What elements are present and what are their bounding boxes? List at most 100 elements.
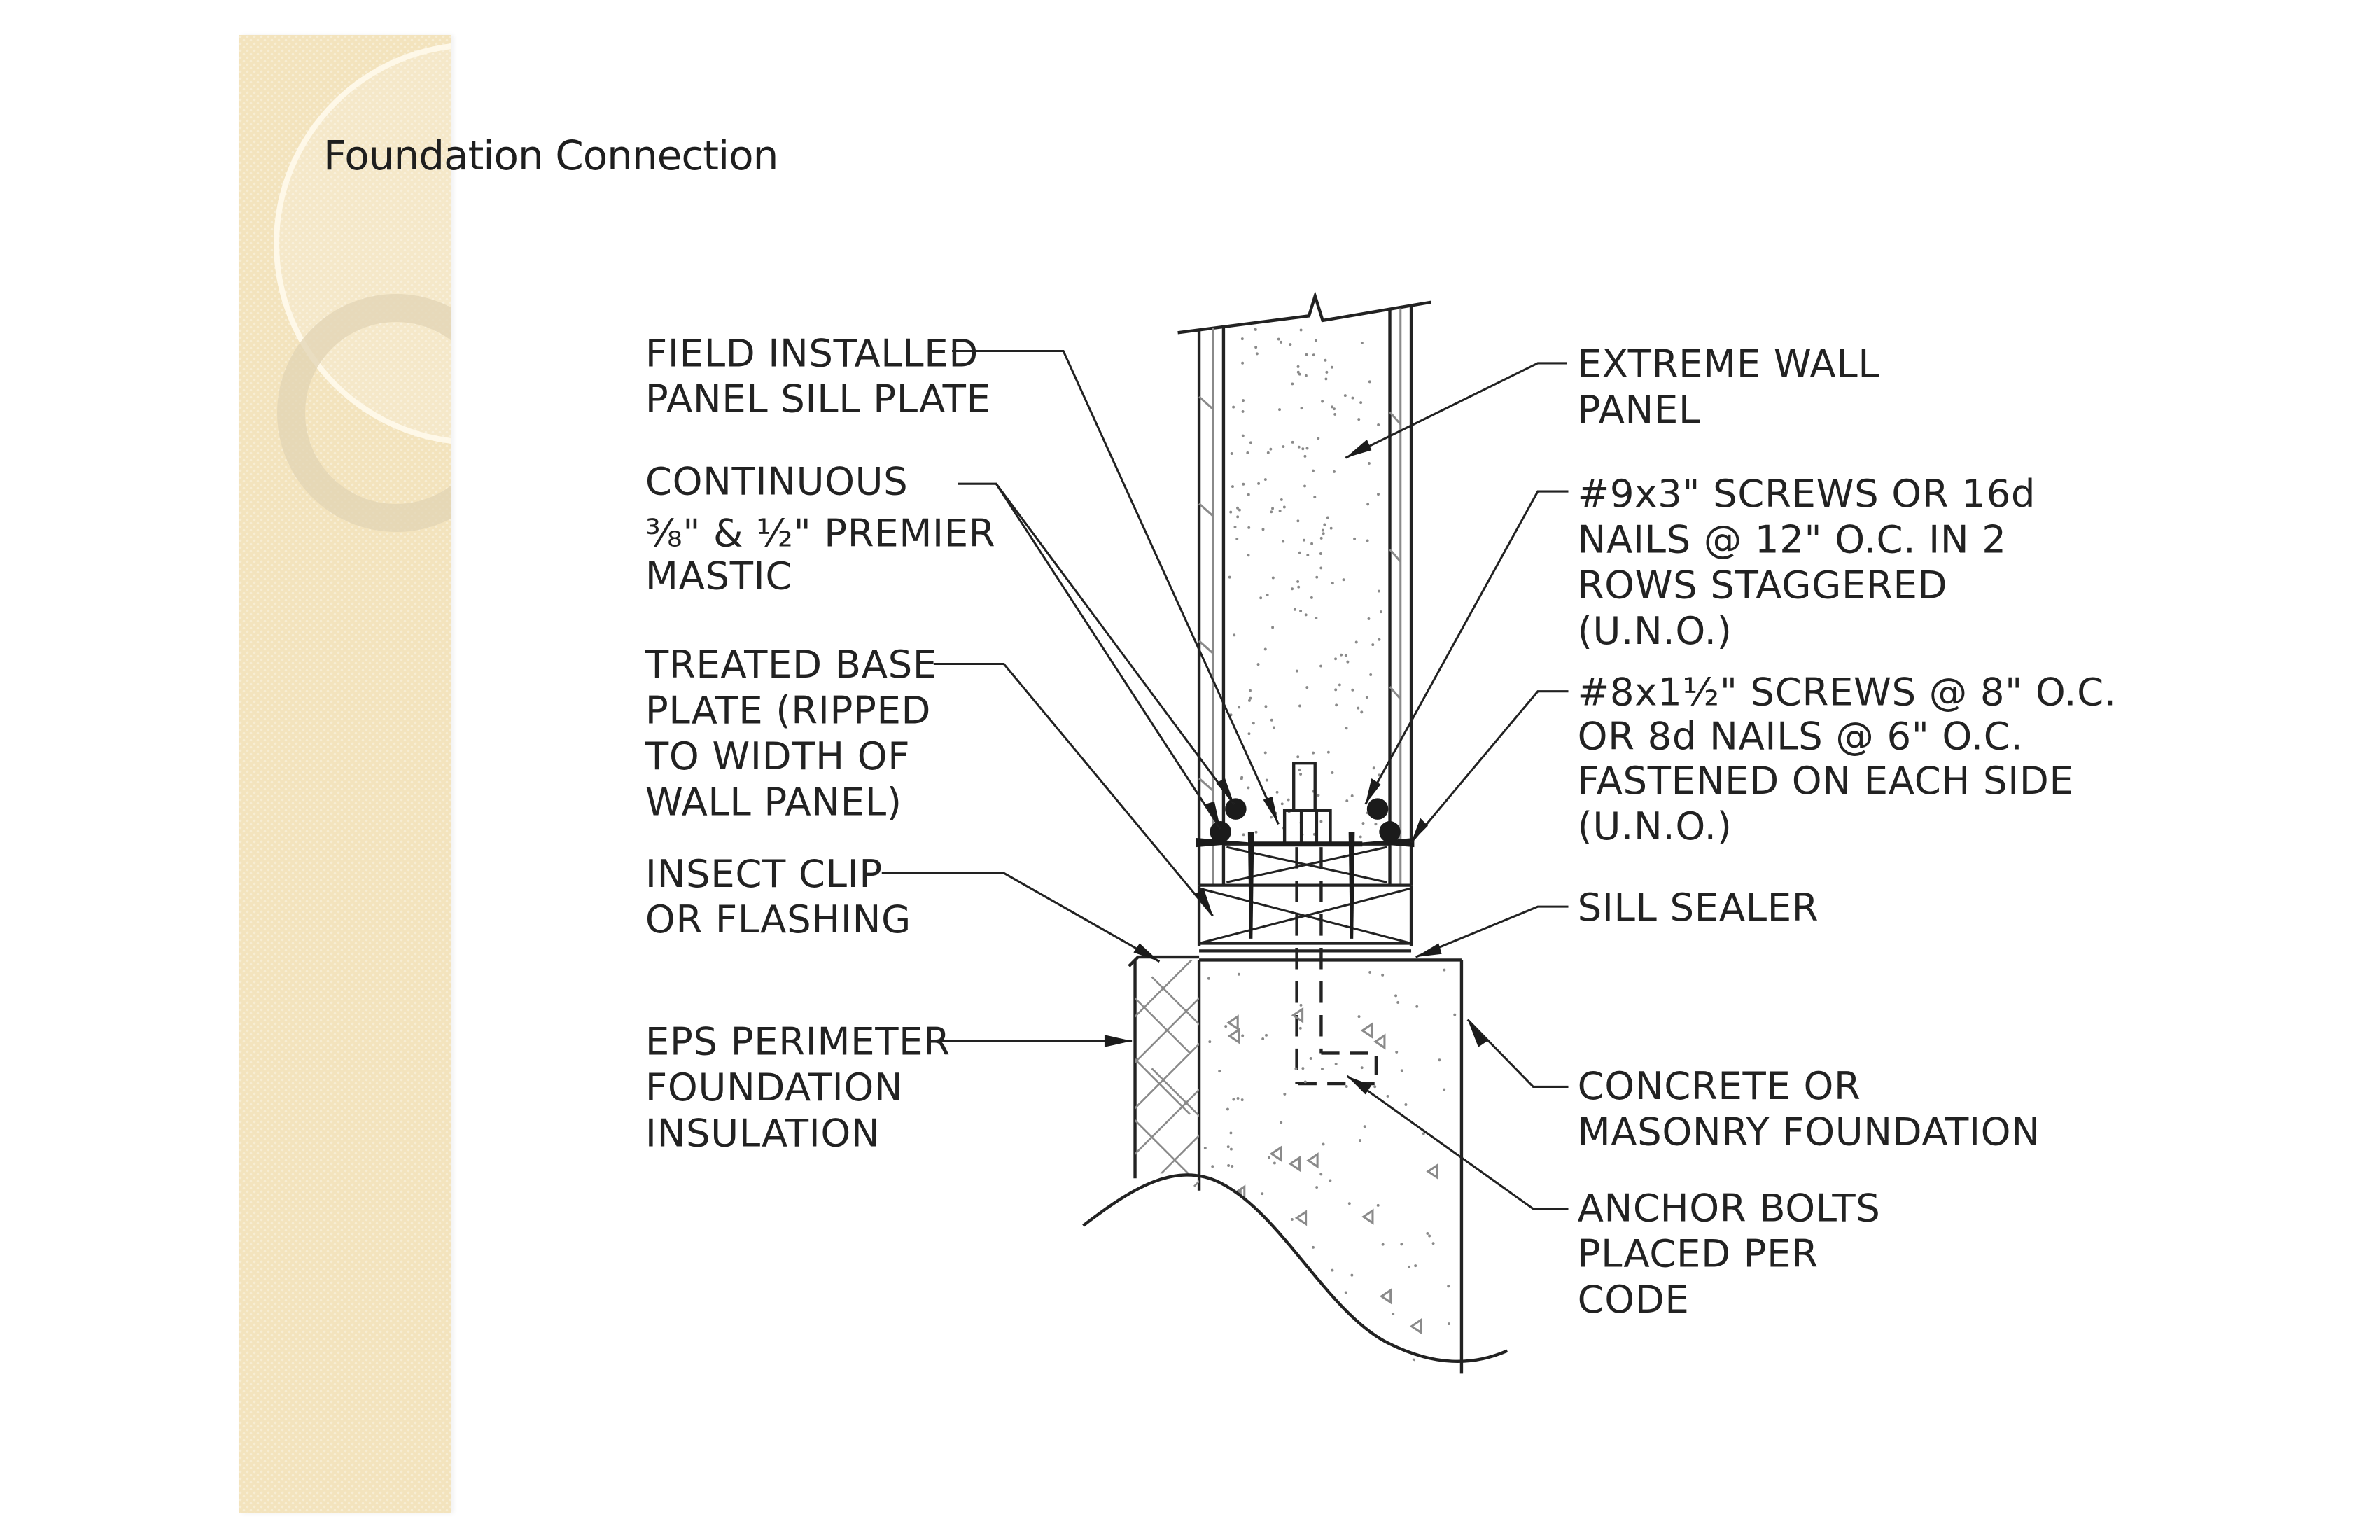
stipple-dot: [1306, 686, 1309, 690]
stipple-dot: [1205, 1356, 1208, 1359]
stipple-dot: [1287, 798, 1290, 802]
stipple-dot: [1236, 1097, 1240, 1100]
stipple-dot: [1272, 726, 1275, 729]
stipple-dot: [1259, 596, 1263, 600]
stipple-dot: [1368, 380, 1371, 384]
stipple-dot: [1313, 496, 1317, 499]
stipple-dot: [1334, 1062, 1338, 1065]
stipple-dot: [1236, 506, 1239, 510]
stipple-dot: [1304, 374, 1308, 377]
stipple-dot: [1305, 353, 1308, 356]
stipple-dot: [1261, 1192, 1264, 1196]
stipple-dot: [1227, 1164, 1231, 1167]
stipple-dot: [1443, 1088, 1446, 1091]
stipple-dot: [1236, 537, 1239, 540]
stipple-dot: [1268, 1156, 1270, 1159]
stipple-dot: [1324, 358, 1327, 362]
stipple-dot: [1241, 1034, 1245, 1037]
label-sill-sealer: SILL SEALER: [1578, 885, 1819, 930]
label-concrete: CONCRETE OR MASONRY FOUNDATION: [1578, 1063, 2040, 1154]
stipple-dot: [1368, 970, 1372, 974]
stipple-dot: [1343, 394, 1347, 398]
stipple-dot: [1282, 1292, 1286, 1295]
stipple-dot: [1304, 613, 1308, 617]
stipple-dot: [1280, 802, 1284, 806]
stipple-dot: [1302, 538, 1306, 542]
stipple-dot: [1345, 1085, 1348, 1088]
stipple-dot: [1246, 1283, 1250, 1287]
stipple-dot: [1422, 1132, 1425, 1135]
stipple-dot: [1310, 596, 1313, 599]
stipple-dot: [1290, 1217, 1294, 1221]
stipple-dot: [1294, 1067, 1298, 1070]
stipple-dot: [1208, 1280, 1211, 1283]
stipple-dot: [1315, 1186, 1319, 1189]
stipple-dot: [1344, 654, 1348, 657]
stipple-dot: [1320, 664, 1322, 668]
stipple-dot: [1381, 973, 1385, 976]
stipple-dot: [1261, 1037, 1265, 1040]
mastic-bead: [1379, 821, 1401, 843]
stipple-dot: [1291, 587, 1294, 591]
label-treated-base: TREATED BASE PLATE (RIPPED TO WIDTH OF W…: [645, 642, 950, 824]
stipple-dot: [1438, 1058, 1441, 1062]
stipple-dot: [1443, 968, 1446, 972]
stipple-dot: [1319, 552, 1322, 555]
stipple-dot: [1242, 399, 1245, 402]
stipple-dot: [1363, 1125, 1366, 1128]
stipple-dot: [1264, 1344, 1268, 1348]
stipple-dot: [1256, 663, 1260, 666]
stipple-dot: [1280, 340, 1283, 344]
stipple-dot: [1247, 732, 1251, 736]
foam-core-stipple: [1228, 328, 1382, 839]
stipple-dot: [1326, 516, 1329, 519]
stipple-dot: [1231, 1164, 1234, 1168]
sill-plates: [1196, 762, 1415, 1086]
stipple-dot: [1374, 822, 1378, 826]
stipple-dot: [1269, 447, 1273, 451]
stipple-dot: [1376, 1203, 1380, 1207]
stipple-dot: [1359, 1139, 1362, 1142]
stipple-dot: [1348, 1202, 1351, 1205]
stipple-dot: [1265, 778, 1268, 782]
aggregate-mark: [1256, 1257, 1269, 1274]
stipple-dot: [1335, 704, 1338, 707]
stipple-dot: [1334, 657, 1338, 661]
stipple-dot: [1266, 594, 1269, 596]
stipple-dot: [1229, 1131, 1233, 1135]
stipple-dot: [1226, 1145, 1230, 1149]
mastic-bead: [1225, 798, 1247, 820]
stipple-dot: [1330, 365, 1334, 369]
stipple-dot: [1280, 498, 1283, 501]
stipple-dot: [1345, 799, 1349, 803]
stipple-dot: [1291, 382, 1294, 386]
stipple-dot: [1299, 328, 1303, 332]
stipple-dot: [1282, 505, 1286, 509]
stipple-dot: [1414, 1264, 1418, 1268]
stipple-dot: [1360, 710, 1364, 714]
stipple-dot: [1329, 526, 1333, 530]
stipple-dot: [1312, 751, 1315, 755]
aggregate-mark: [1294, 1210, 1308, 1226]
stipple-dot: [1218, 1070, 1222, 1073]
stipple-dot: [1296, 519, 1300, 523]
stipple-dot: [1329, 1179, 1332, 1182]
stipple-dot: [1306, 554, 1310, 557]
stipple-dot: [1322, 1142, 1325, 1146]
aggregate-mark: [1379, 1288, 1392, 1305]
stipple-dot: [1289, 343, 1292, 346]
stipple-dot: [1314, 339, 1317, 342]
stipple-dot: [1298, 551, 1301, 554]
stipple-dot: [1367, 461, 1371, 465]
stipple-dot: [1264, 648, 1267, 651]
aggregate-mark: [1409, 1318, 1422, 1335]
mastic-bead: [1366, 798, 1389, 820]
stipple-dot: [1233, 634, 1236, 637]
stipple-dot: [1344, 1291, 1348, 1294]
stipple-dot: [1447, 1322, 1450, 1325]
stipple-dot: [1323, 523, 1326, 526]
stipple-dot: [1247, 699, 1251, 702]
stipple-dot: [1322, 532, 1325, 536]
labels-right: EXTREME WALL PANEL #9x3" SCREWS OR 16d N…: [1578, 342, 2117, 1322]
